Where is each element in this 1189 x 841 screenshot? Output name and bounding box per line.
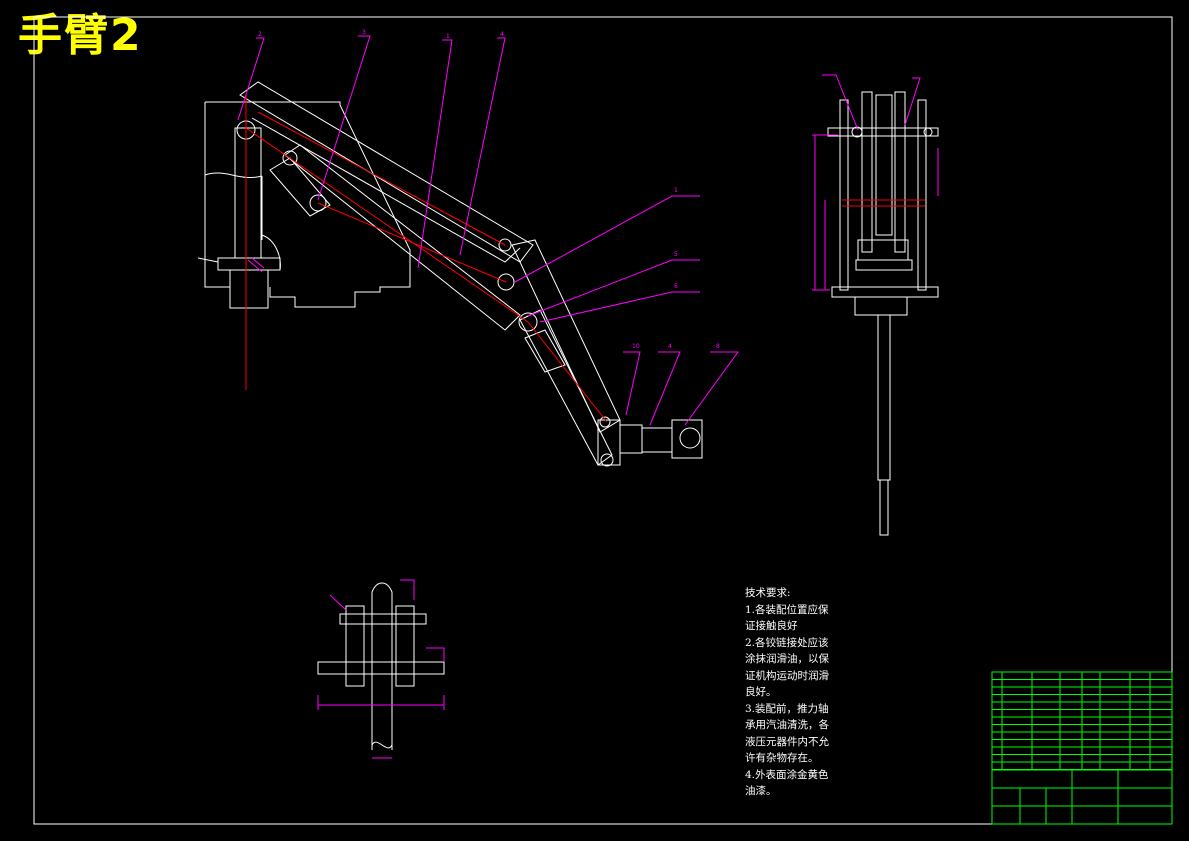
side-pin-right xyxy=(923,127,933,137)
outer-border xyxy=(33,16,1173,825)
red-centerlines xyxy=(245,95,608,423)
side-post-1 xyxy=(861,91,873,253)
upper-arm-outline xyxy=(239,81,534,263)
balloon-10: 8 xyxy=(716,343,720,350)
title-block xyxy=(991,671,1173,825)
leader-1b xyxy=(514,195,700,283)
balloon-8: 10 xyxy=(632,343,640,350)
side-center xyxy=(875,94,893,236)
leader-4b xyxy=(649,351,681,426)
pipe-stub xyxy=(197,257,219,263)
gripper-knob xyxy=(679,427,701,449)
side-leader-a xyxy=(822,74,859,131)
detail-break-bottom xyxy=(371,741,393,749)
upper-arm-inner xyxy=(251,117,521,263)
drawing-title: 手臂2 xyxy=(18,10,143,61)
cylinder-1 xyxy=(269,157,331,217)
dim-hatch xyxy=(247,257,265,273)
side-rod xyxy=(877,314,891,481)
joint-4 xyxy=(498,238,512,252)
detail-dims xyxy=(317,579,445,759)
leader-8 xyxy=(684,351,739,426)
side-dim-a xyxy=(812,134,838,291)
column-flange xyxy=(217,257,281,271)
balloon-9: 4 xyxy=(668,343,672,350)
lower-link xyxy=(284,144,521,331)
side-view-marks xyxy=(842,199,925,207)
joint-8 xyxy=(600,453,614,467)
joint-7 xyxy=(599,416,611,428)
joint-2 xyxy=(282,150,298,166)
tech-item-4: 4.外表面涂金黄色油漆。 xyxy=(745,768,829,798)
forearm-lower xyxy=(519,309,613,466)
leader-4a xyxy=(459,37,506,256)
leader-1a xyxy=(417,39,453,269)
detail-shaft xyxy=(371,592,393,750)
column-fillet xyxy=(261,234,281,271)
side-leader-b xyxy=(904,77,921,126)
lower-link-line xyxy=(317,202,507,283)
technical-requirements: 技术要求: 1.各装配位置应保证接触良好 2.各铰链接处应该涂抹润滑油，以保证机… xyxy=(745,585,833,800)
balloon-7: 6 xyxy=(674,283,678,290)
detail-dim-2 xyxy=(329,594,347,611)
forearm-line xyxy=(527,321,608,423)
detail-pin xyxy=(339,613,427,625)
leader-2 xyxy=(237,37,265,121)
side-frame-right xyxy=(917,99,927,291)
balloon-4: 4 xyxy=(500,31,504,38)
detail-dim-4 xyxy=(426,647,445,662)
side-post-2 xyxy=(894,91,906,253)
upper-link-line-2 xyxy=(257,111,506,246)
balloon-2: 3 xyxy=(362,29,366,36)
tech-item-1: 1.各装配位置应保证接触良好 xyxy=(745,603,829,633)
detail-dim-3 xyxy=(400,579,415,600)
detail-break-top xyxy=(371,582,393,593)
joint-6 xyxy=(518,312,538,332)
tech-item-2: 2.各铰链接处应该涂抹润滑油，以保证机构运动时润滑良好。 xyxy=(745,636,829,699)
base-block xyxy=(204,101,411,308)
detail-boss-left xyxy=(345,605,365,687)
balloon-labels: 2 3 1 4 1 5 6 10 4 8 xyxy=(258,29,720,350)
gripper-mid xyxy=(641,427,673,453)
gripper-head xyxy=(671,419,703,459)
cylinder-2 xyxy=(524,329,566,373)
detail-view xyxy=(317,582,445,750)
gripper-body xyxy=(619,424,643,454)
upper-link-line xyxy=(245,127,529,323)
leader-5 xyxy=(527,259,700,317)
side-top-bar xyxy=(827,127,939,137)
leader-6 xyxy=(539,291,700,323)
detail-plate xyxy=(317,661,445,675)
joint-5 xyxy=(497,273,515,291)
side-view-dims xyxy=(812,74,939,291)
tech-heading: 技术要求: xyxy=(745,587,791,599)
side-view xyxy=(827,91,939,536)
side-collar xyxy=(857,239,909,261)
leader-lines xyxy=(237,35,739,426)
detail-boss-right xyxy=(395,605,415,687)
balloon-6: 5 xyxy=(674,251,678,258)
tech-item-3: 3.装配前，推力轴承用汽油清洗，各液压元器件内不允许有杂物存在。 xyxy=(745,702,829,765)
side-frame-left xyxy=(839,99,849,291)
side-foot xyxy=(854,296,908,316)
arm-front-view xyxy=(197,81,703,467)
column-body xyxy=(234,127,262,259)
balloon-1: 2 xyxy=(258,31,262,38)
column-shaft xyxy=(229,269,269,309)
balloon-5: 1 xyxy=(674,187,678,194)
detail-dim-1 xyxy=(317,695,445,710)
side-rod-tip xyxy=(879,479,889,536)
leader-3 xyxy=(317,35,371,201)
balloon-3: 1 xyxy=(446,33,450,40)
joint-3 xyxy=(309,194,327,212)
leader-10 xyxy=(623,351,641,416)
side-ring xyxy=(855,259,913,271)
base-break-line xyxy=(204,172,263,178)
